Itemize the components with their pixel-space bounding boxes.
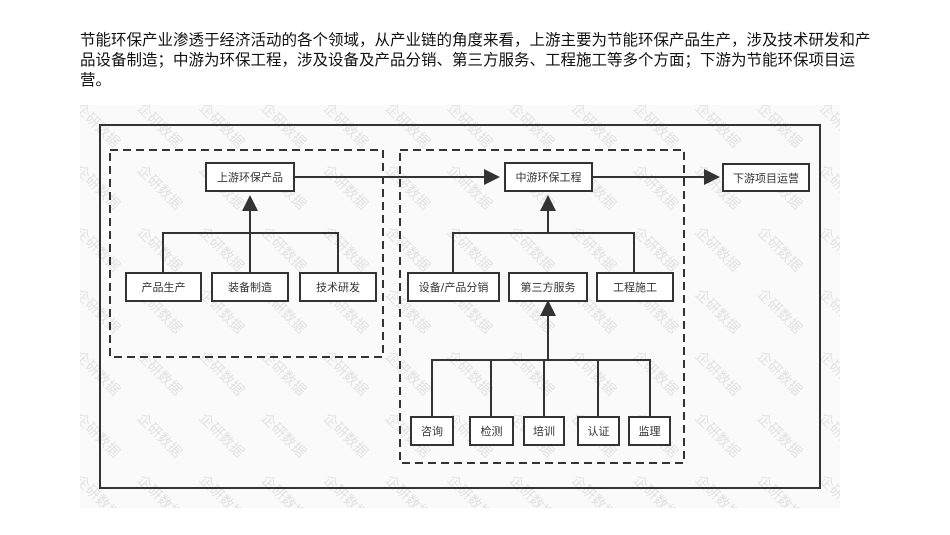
- industry-chain-diagram: 企研数据企研数据企研数据企研数据企研数据企研数据企研数据企研数据企研数据企研数据…: [80, 105, 840, 508]
- node-consulting: 咨询: [410, 416, 454, 446]
- node-testing: 检测: [469, 416, 514, 446]
- node-midstream: 中游环保工程: [504, 162, 593, 192]
- node-third-party-service: 第三方服务: [508, 272, 588, 302]
- node-product-production: 产品生产: [125, 272, 202, 302]
- node-certification: 认证: [577, 416, 620, 446]
- upstream-group: [109, 149, 384, 358]
- intro-paragraph: 节能环保产业渗透于经济活动的各个领域，从产业链的角度来看，上游主要为节能环保产品…: [80, 31, 871, 89]
- node-equipment-manufacturing: 装备制造: [211, 272, 289, 302]
- node-distribution: 设备/产品分销: [407, 272, 500, 302]
- node-tech-rd: 技术研发: [299, 272, 377, 302]
- node-upstream: 上游环保产品: [205, 162, 295, 192]
- node-downstream: 下游项目运营: [722, 163, 810, 192]
- node-supervision: 监理: [628, 416, 671, 446]
- node-training: 培训: [523, 416, 565, 446]
- diagram-lines: [99, 124, 821, 489]
- node-construction: 工程施工: [596, 272, 674, 302]
- outer-frame: [99, 124, 821, 489]
